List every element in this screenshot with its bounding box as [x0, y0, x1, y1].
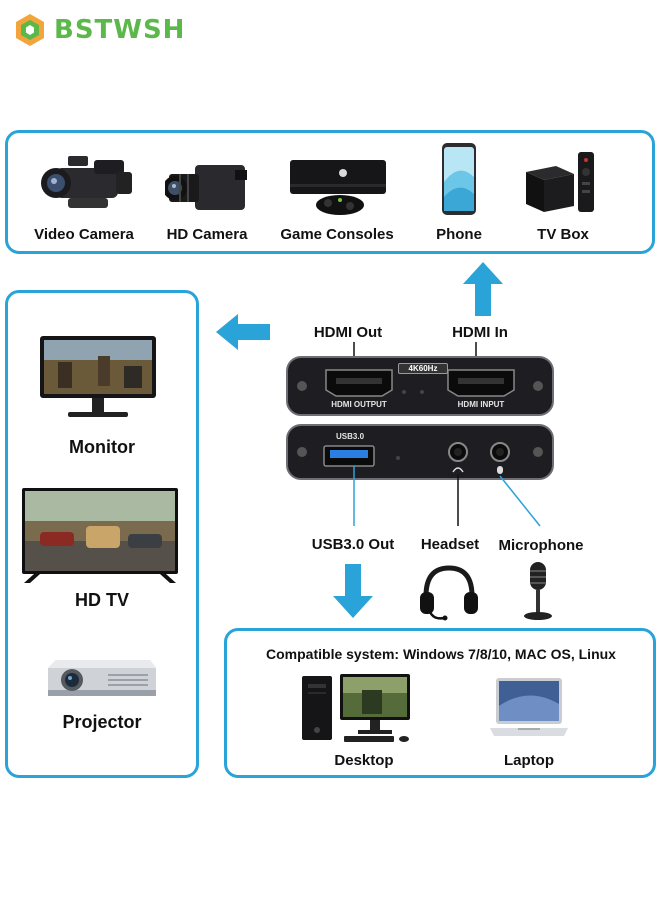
brand-hexagon-icon — [16, 14, 44, 46]
output-label-hd-tv: HD TV — [75, 590, 129, 610]
arrow-left-icon — [216, 314, 270, 350]
usb-out-label: USB3.0 Out — [311, 536, 395, 553]
headset-icon — [418, 562, 480, 622]
source-label-tv-box: TV Box — [537, 226, 589, 243]
monitor-icon — [38, 334, 158, 422]
game-console-icon — [288, 158, 388, 218]
compatibility-title: Compatible system: Windows 7/8/10, MAC O… — [266, 646, 616, 662]
laptop-icon — [488, 676, 570, 742]
device-badge-4k60hz: 4K60Hz — [398, 363, 448, 374]
video-camera-icon — [38, 150, 138, 215]
device-port-text-hdmi-output: HDMI OUTPUT — [331, 400, 387, 409]
arrow-down-icon — [333, 564, 373, 618]
device-usb-text: USB3.0 — [336, 432, 365, 441]
connector-lines-bottom — [340, 466, 550, 528]
projector-icon — [46, 650, 158, 702]
desktop-icon — [300, 672, 412, 744]
output-label-monitor: Monitor — [69, 437, 135, 457]
hd-tv-icon — [20, 486, 180, 584]
capture-card-usb-side — [286, 424, 554, 480]
tv-box-icon — [522, 150, 597, 216]
compatibility-label-laptop: Laptop — [504, 752, 554, 769]
compatibility-panel — [224, 628, 656, 778]
output-label-projector: Projector — [62, 712, 142, 732]
source-label-game-consoles: Game Consoles — [280, 226, 394, 243]
headset-label: Headset — [420, 536, 480, 553]
capture-card-hdmi-side — [286, 356, 554, 416]
microphone-icon — [518, 560, 558, 622]
compatibility-label-desktop: Desktop — [334, 752, 394, 769]
arrow-up-icon — [463, 262, 503, 316]
phone-icon — [441, 142, 477, 216]
brand-name: BSTWSH — [54, 15, 186, 45]
microphone-label: Microphone — [498, 537, 584, 554]
source-label-hd-camera: HD Camera — [166, 226, 248, 243]
device-port-text-hdmi-input: HDMI INPUT — [457, 400, 505, 409]
source-label-phone: Phone — [436, 226, 482, 243]
hd-camera-icon — [165, 160, 250, 215]
source-label-video-camera: Video Camera — [34, 226, 134, 243]
hdmi-in-label: HDMI In — [452, 324, 508, 341]
hdmi-out-label: HDMI Out — [313, 324, 383, 341]
brand-logo: BSTWSH — [12, 10, 222, 50]
